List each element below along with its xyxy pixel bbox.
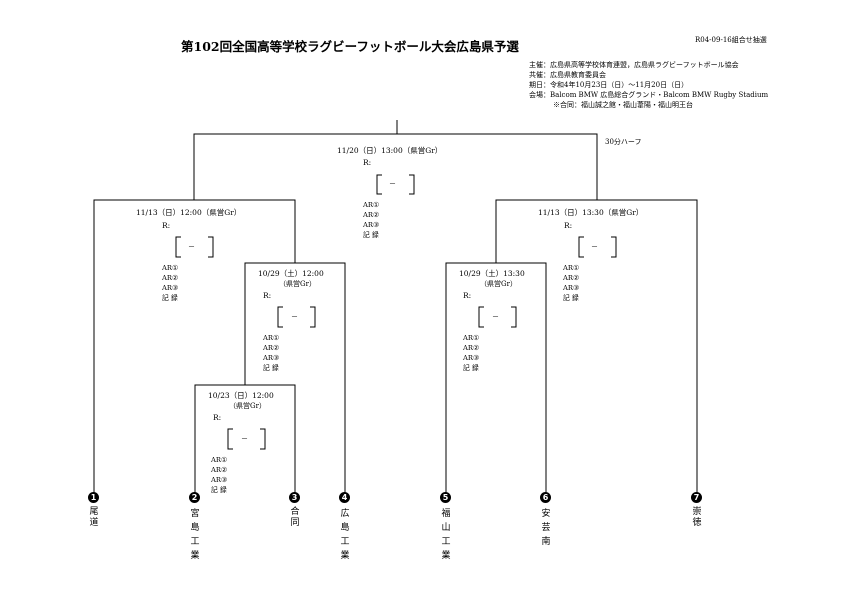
team-1-number-badge: 1 (88, 492, 99, 503)
final-referee: R: (363, 158, 372, 167)
r1-match-time: 10/23（日）12:00 (208, 391, 274, 400)
bracket-line (194, 384, 296, 495)
team-5-name: 福山工業 (441, 509, 451, 561)
score-bracket (310, 306, 316, 328)
qf-left-match-time: 10/29（土）12:00 (258, 269, 324, 278)
semi-left-referee: R: (162, 221, 171, 230)
ar3-label: AR③ (463, 354, 480, 362)
team-2-name: 宮島工業 (190, 509, 200, 561)
team-7-name: 崇 徳 (692, 507, 738, 528)
ar1-label: AR① (563, 264, 580, 272)
score-bracket (260, 428, 266, 450)
document-code: R04-09-16組合せ抽選 (695, 36, 767, 44)
record-label: 記 録 (211, 486, 227, 494)
team-6-name: 安 芸 南 (541, 509, 560, 547)
qf-left-referee: R: (263, 291, 272, 300)
ar2-label: AR② (211, 466, 228, 474)
qf-right-referee: R: (463, 291, 472, 300)
ar2-label: AR② (363, 211, 380, 219)
semi-left-score: － (188, 243, 195, 251)
qf-right-venue: （県営Gr） (480, 280, 517, 288)
team-3-number-badge: 3 (289, 492, 300, 503)
venue-text: 会場：Balcom BMW 広島総合グランド・Balcom BMW Rugby … (529, 91, 769, 99)
ar2-label: AR② (563, 274, 580, 282)
bracket-line (495, 199, 698, 495)
ar3-label: AR③ (211, 476, 228, 484)
semi-right-score: － (591, 243, 598, 251)
r1-referee: R: (213, 413, 222, 422)
score-bracket (578, 236, 584, 258)
semi-right-referee: R: (564, 221, 573, 230)
qf-left-venue: （県営Gr） (279, 280, 316, 288)
ar1-label: AR① (162, 264, 179, 272)
record-label: 記 録 (162, 294, 178, 302)
ar2-label: AR② (463, 344, 480, 352)
semi-left-officials: AR① AR② AR③ 記 録 (162, 263, 178, 303)
record-label: 記 録 (463, 364, 479, 372)
ar3-label: AR③ (162, 284, 179, 292)
ar2-label: AR② (162, 274, 179, 282)
final-officials: AR① AR② AR③ 記 録 (363, 200, 379, 240)
score-bracket (175, 236, 181, 258)
score-bracket (277, 306, 283, 328)
score-bracket (478, 306, 484, 328)
half-length-note: 30分ハーフ (605, 138, 642, 146)
record-label: 記 録 (563, 294, 579, 302)
ar2-label: AR② (263, 344, 280, 352)
r1-score: － (241, 435, 248, 443)
team-2-number-badge: 2 (189, 492, 200, 503)
bracket-line (445, 262, 547, 495)
score-bracket (376, 174, 382, 195)
final-match-time: 11/20（日）13:00（県営Gr） (337, 146, 443, 155)
tournament-title: 第102回全国高等学校ラグビーフットボール大会広島県予選 (181, 39, 519, 54)
score-bracket (208, 236, 214, 258)
dates-text: 期日：令和4年10月23日（日）～11月20日（日） (529, 81, 689, 89)
qf-right-officials: AR① AR② AR③ 記 録 (463, 333, 479, 373)
qf-right-score: － (492, 313, 499, 321)
team-4-number-badge: 4 (339, 492, 350, 503)
semi-right-officials: AR① AR② AR③ 記 録 (563, 263, 579, 303)
ar3-label: AR③ (263, 354, 280, 362)
team-3-name: 合 同 (290, 507, 336, 528)
bracket-line (93, 199, 296, 495)
team-1-name: 尾 道 (89, 507, 135, 528)
qf-right-match-time: 10/29（土）13:30 (459, 269, 525, 278)
ar3-label: AR③ (563, 284, 580, 292)
score-bracket (511, 306, 517, 328)
ar1-label: AR① (263, 334, 280, 342)
bracket-line (244, 262, 346, 495)
final-score: － (389, 180, 396, 188)
qf-left-score: － (291, 313, 298, 321)
score-bracket (409, 174, 415, 195)
semi-right-match-time: 11/13（日）13:30（県営Gr） (538, 208, 644, 217)
team-7-number-badge: 7 (691, 492, 702, 503)
team-5-number-badge: 5 (440, 492, 451, 503)
team-6-number-badge: 6 (540, 492, 551, 503)
combined-team-note: ※合同：福山誠之館・福山葦陽・福山明王台 (553, 101, 693, 109)
semi-left-match-time: 11/13（日）12:00（県営Gr） (136, 208, 242, 217)
record-label: 記 録 (263, 364, 279, 372)
organizer-text: 主催：広島県高等学校体育連盟，広島県ラグビーフットボール協会 (529, 61, 739, 69)
record-label: 記 録 (363, 231, 379, 239)
r1-officials: AR① AR② AR③ 記 録 (211, 455, 227, 495)
score-bracket (611, 236, 617, 258)
team-4-name: 広島工業 (340, 509, 350, 561)
bracket-line (193, 133, 598, 200)
co-organizer-text: 共催：広島県教育委員会 (529, 71, 606, 79)
ar1-label: AR① (363, 201, 380, 209)
ar1-label: AR① (211, 456, 228, 464)
ar3-label: AR③ (363, 221, 380, 229)
score-bracket (227, 428, 233, 450)
r1-venue: （県営Gr） (229, 402, 266, 410)
qf-left-officials: AR① AR② AR③ 記 録 (263, 333, 279, 373)
ar1-label: AR① (463, 334, 480, 342)
